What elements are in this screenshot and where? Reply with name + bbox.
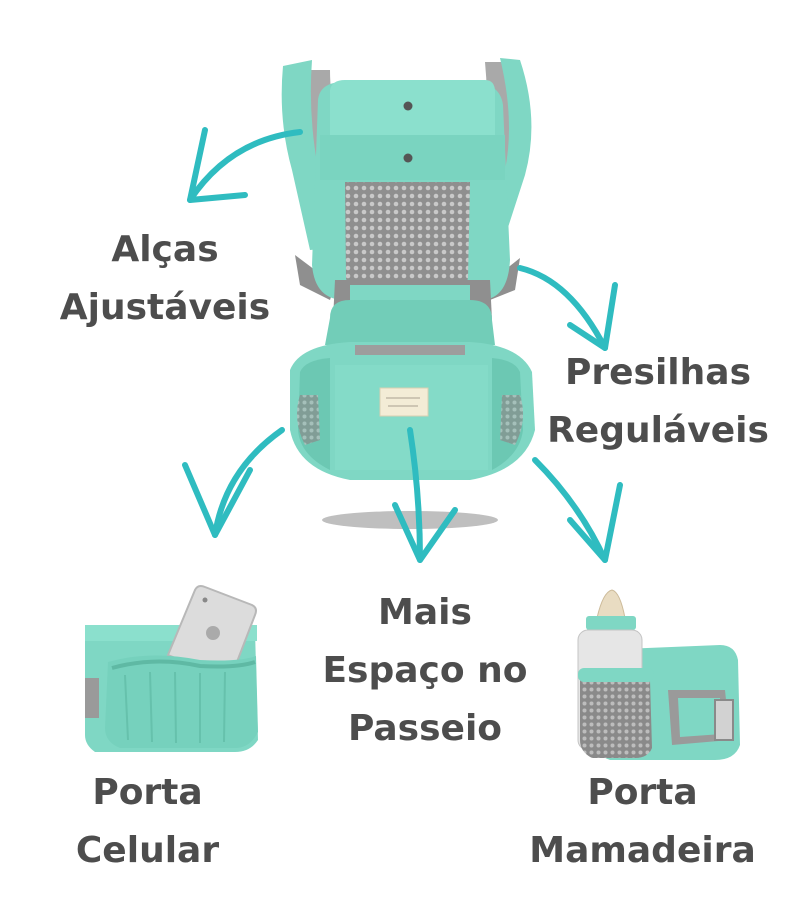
bottle-pocket-image bbox=[577, 589, 740, 760]
carrier-label-tag bbox=[379, 387, 429, 417]
label-line: Passeio bbox=[347, 708, 503, 749]
label-line: Mais bbox=[378, 592, 472, 633]
label-line: Celular bbox=[75, 830, 220, 871]
label-line: Mamadeira bbox=[529, 830, 756, 871]
label-line: Porta bbox=[92, 772, 203, 813]
label-adjustable-clips: Presilhas Reguláveis bbox=[538, 355, 778, 471]
label-bottle-holder: Porta Mamadeira bbox=[520, 775, 765, 891]
label-line: Presilhas bbox=[564, 352, 751, 393]
arrow-straps-icon bbox=[187, 127, 303, 203]
carrier-shadow bbox=[322, 511, 498, 529]
label-line: Porta bbox=[587, 772, 698, 813]
phone-image bbox=[166, 585, 257, 682]
label-line: Reguláveis bbox=[547, 410, 769, 451]
label-line: Ajustáveis bbox=[59, 287, 271, 328]
baby-carrier-image bbox=[281, 58, 535, 529]
label-phone-holder: Porta Celular bbox=[55, 775, 240, 891]
label-line: Espaço no bbox=[322, 650, 528, 691]
arrow-clips-icon bbox=[517, 265, 618, 351]
arrow-bottle-icon bbox=[532, 457, 623, 563]
label-adjustable-straps: Alças Ajustáveis bbox=[55, 232, 275, 348]
label-more-space: Mais Espaço no Passeio bbox=[300, 595, 550, 769]
phone-pocket-image bbox=[85, 585, 258, 752]
label-line: Alças bbox=[111, 229, 219, 270]
arrow-phone-icon bbox=[182, 427, 285, 538]
arrow-space-icon bbox=[392, 427, 458, 563]
